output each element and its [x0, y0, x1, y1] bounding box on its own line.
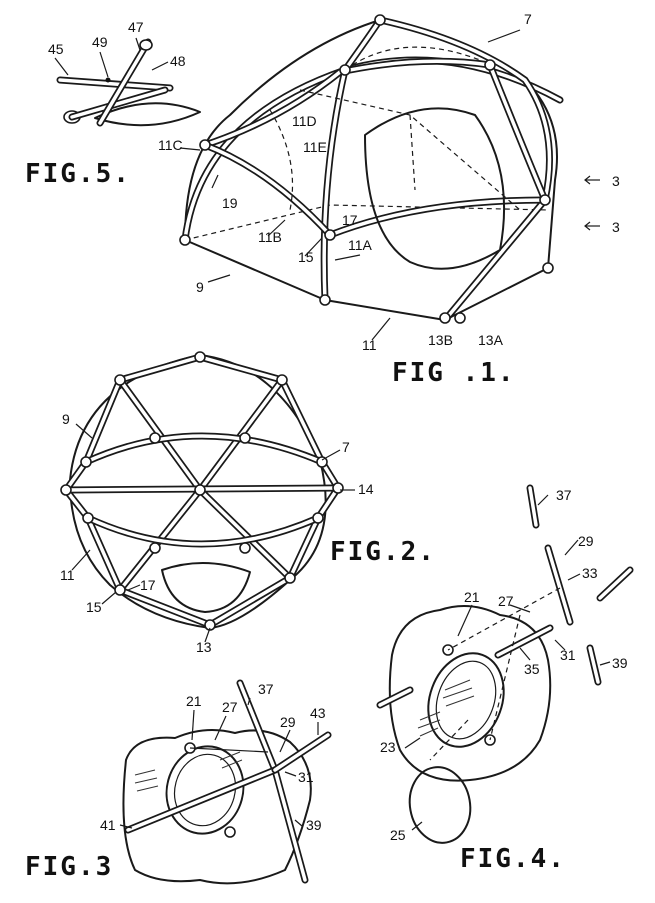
fig4-label-21: 21 [464, 589, 480, 605]
fig2-label-11: 11 [60, 567, 75, 583]
fig1-label-3b: 3 [612, 219, 620, 235]
fig4-title: FIG.4. [460, 844, 566, 874]
fig1-label-17: 17 [342, 212, 358, 228]
fig3-label-21: 21 [186, 693, 202, 709]
fig1-label-11a: 11A [348, 237, 373, 253]
fig2-label-7: 7 [342, 439, 350, 455]
fig2-label-17: 17 [140, 577, 156, 593]
fig5-title: FIG.5. [25, 159, 131, 189]
fig2-drawing [60, 351, 355, 643]
fig4-label-25: 25 [390, 827, 406, 843]
fig4-label-27: 27 [498, 593, 514, 609]
fig5-label-49: 49 [92, 34, 108, 50]
fig1-label-15: 15 [298, 249, 314, 265]
fig4-label-23: 23 [380, 739, 396, 755]
fig2-title: FIG.2. [330, 537, 436, 567]
fig1-label-13a: 13A [478, 332, 504, 348]
fig3-label-31: 31 [298, 769, 314, 785]
fig3-drawing [119, 679, 332, 885]
fig4-label-39: 39 [612, 655, 628, 671]
fig5-label-47: 47 [128, 19, 144, 35]
fig4-label-31: 31 [560, 647, 576, 663]
fig3-label-27: 27 [222, 699, 238, 715]
fig5-label-48: 48 [170, 53, 186, 69]
fig1-label-19: 19 [222, 195, 238, 211]
fig1-label-11e: 11E [303, 139, 327, 155]
fig1-label-11: 11 [362, 337, 377, 353]
fig3-label-37: 37 [258, 681, 274, 697]
fig2-label-9: 9 [62, 411, 70, 427]
fig1-label-3a: 3 [612, 173, 620, 189]
fig1-label-11c: 11C [158, 137, 183, 153]
fig4-label-35: 35 [524, 661, 540, 677]
fig4-label-37: 37 [556, 487, 572, 503]
fig1-title: FIG .1. [392, 358, 516, 388]
fig1-label-11b: 11B [258, 229, 282, 245]
fig1-label-7: 7 [524, 11, 532, 27]
fig4-drawing [376, 484, 634, 844]
fig5-drawing [54, 37, 201, 127]
fig1-label-9: 9 [196, 279, 204, 295]
fig1-drawing [179, 14, 600, 341]
fig2-label-13: 13 [196, 639, 212, 655]
fig3-label-41: 41 [100, 817, 116, 833]
fig3-label-43: 43 [310, 705, 326, 721]
fig2-label-14: 14 [358, 481, 374, 497]
fig1-label-11d: 11D [292, 113, 317, 129]
fig4-label-29: 29 [578, 533, 594, 549]
fig3-label-29: 29 [280, 714, 296, 730]
fig3-label-39: 39 [306, 817, 322, 833]
fig1-label-13b: 13B [428, 332, 453, 348]
fig2-label-15: 15 [86, 599, 102, 615]
fig4-label-33: 33 [582, 565, 598, 581]
fig5-label-45: 45 [48, 41, 64, 57]
fig3-title: FIG.3 [25, 852, 113, 882]
